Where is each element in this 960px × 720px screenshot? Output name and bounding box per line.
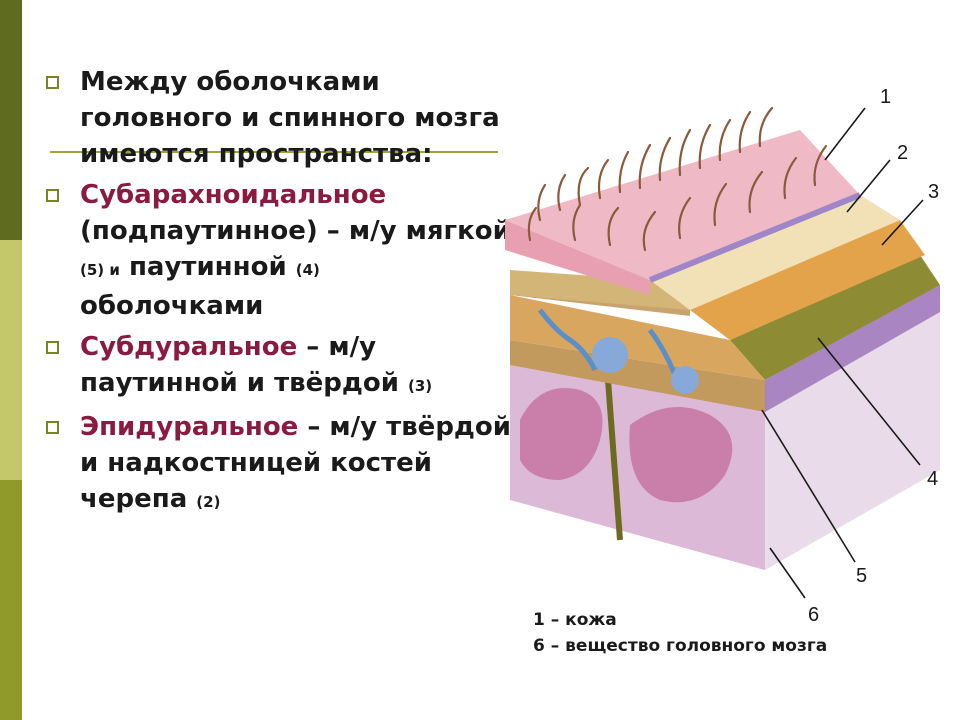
- dura-mater-top: [690, 220, 925, 340]
- bullet-square-icon: [46, 76, 59, 89]
- diagram-label-1: 1: [880, 86, 892, 108]
- brain-gyrus-right: [629, 407, 733, 503]
- conjunction: и: [104, 261, 120, 279]
- skin-top: [505, 130, 860, 280]
- legend-line-2: 6 – вещество головного мозга: [533, 636, 828, 656]
- bullet-list: Между оболочками головного и спинного мо…: [42, 64, 512, 520]
- ref-number: (4): [295, 261, 320, 279]
- bullet-subarachnoid: Субарахноидальное (подпаутинное) – м/у м…: [42, 177, 512, 324]
- periosteum-top: [650, 195, 900, 310]
- skin-front: [505, 220, 650, 295]
- intro-text: Между оболочками головного и спинного мо…: [80, 67, 500, 169]
- term-subarachnoid: Субарахноидальное: [80, 180, 387, 210]
- arachnoid-layer-front: [510, 340, 765, 412]
- legend: 1 – кожа 6 – вещество головного мозга: [533, 607, 827, 659]
- bullet-square-icon: [46, 421, 59, 434]
- bullet-intro: Между оболочками головного и спинного мо…: [42, 64, 512, 172]
- cistern-left: [592, 337, 628, 373]
- text-part: – м/у твёрдой и надкостницей костей чере…: [80, 412, 512, 514]
- pia-side-band: [765, 285, 940, 412]
- arachnoid-top: [730, 255, 940, 380]
- meninges-diagram: [505, 106, 940, 599]
- accent-bar-bottom: [0, 480, 22, 720]
- diagram-label-3: 3: [928, 181, 940, 203]
- ref-number: (5): [80, 261, 105, 279]
- diagram-label-5: 5: [856, 565, 868, 587]
- diagram-label-6: 6: [808, 604, 820, 626]
- hair-strands: [527, 106, 828, 252]
- text-part: оболочками: [80, 291, 264, 321]
- bullet-subdural: Субдуральное – м/у паутинной и твёрдой (…: [42, 329, 512, 404]
- ref-number: (2): [196, 493, 221, 511]
- text-part: паутинной: [119, 252, 296, 282]
- vessel-left: [538, 308, 598, 372]
- brain-gyrus-left: [520, 388, 603, 480]
- brain-sulcus: [605, 379, 623, 541]
- vessel-right: [647, 328, 678, 376]
- diagram-label-4: 4: [927, 468, 939, 490]
- skin-edge-line: [648, 192, 862, 283]
- accent-bar-middle: [0, 240, 22, 480]
- ref-number: (3): [407, 377, 433, 395]
- text-part: (подпаутинное) – м/у мягкой: [80, 216, 511, 246]
- bullet-square-icon: [46, 341, 59, 354]
- bullet-square-icon: [46, 189, 59, 202]
- title-rule: [50, 151, 498, 153]
- term-subdural: Субдуральное: [80, 332, 298, 362]
- diagram-label-2: 2: [897, 142, 909, 164]
- cistern-right: [671, 366, 699, 394]
- text-part: – м/у паутинной и твёрдой: [80, 332, 408, 398]
- callout-lines: [761, 107, 924, 599]
- bullet-epidural: Эпидуральное – м/у твёрдой и надкостнице…: [42, 409, 512, 520]
- legend-line-1: 1 – кожа: [533, 610, 617, 630]
- dura-mater-front: [510, 295, 765, 380]
- term-epidural: Эпидуральное: [80, 412, 299, 442]
- accent-bar-top: [0, 0, 22, 240]
- brain-tissue-side: [765, 310, 940, 570]
